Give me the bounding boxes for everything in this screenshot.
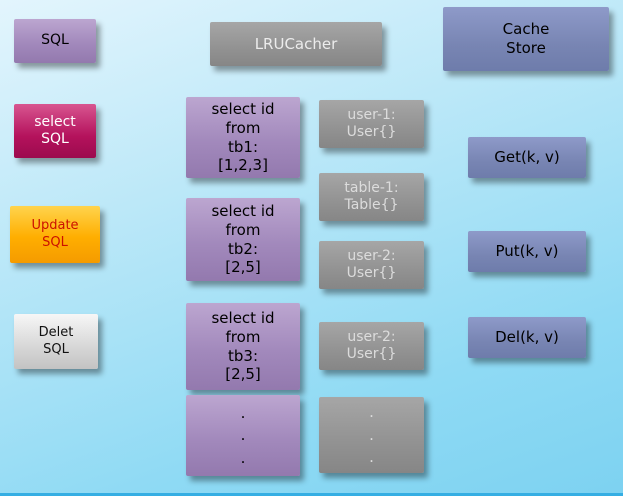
- select-sql-box: select SQL: [14, 104, 96, 158]
- cached-object-ellipsis-box: . . .: [319, 397, 424, 473]
- update-sql-box: Update SQL: [10, 206, 100, 263]
- sql-box: SQL: [14, 19, 96, 63]
- query-tb3-box: select id from tb3: [2,5]: [186, 303, 300, 390]
- query-tb1-box: select id from tb1: [1,2,3]: [186, 97, 300, 178]
- cached-object-table1-box: table-1: Table{}: [319, 173, 424, 221]
- query-ellipsis-box: . . .: [186, 395, 300, 476]
- cached-object-user1-box: user-1: User{}: [319, 100, 424, 148]
- del-op-box: Del(k, v): [468, 317, 586, 358]
- query-tb2-box: select id from tb2: [2,5]: [186, 198, 300, 281]
- cache-store-box: Cache Store: [443, 7, 609, 71]
- delete-sql-box: Delet SQL: [14, 314, 98, 369]
- get-op-box: Get(k, v): [468, 137, 586, 178]
- put-op-box: Put(k, v): [468, 231, 586, 272]
- cached-object-user2-box: user-2: User{}: [319, 241, 424, 289]
- cached-object-user2b-box: user-2: User{}: [319, 322, 424, 370]
- lrucacher-box: LRUCacher: [210, 22, 382, 66]
